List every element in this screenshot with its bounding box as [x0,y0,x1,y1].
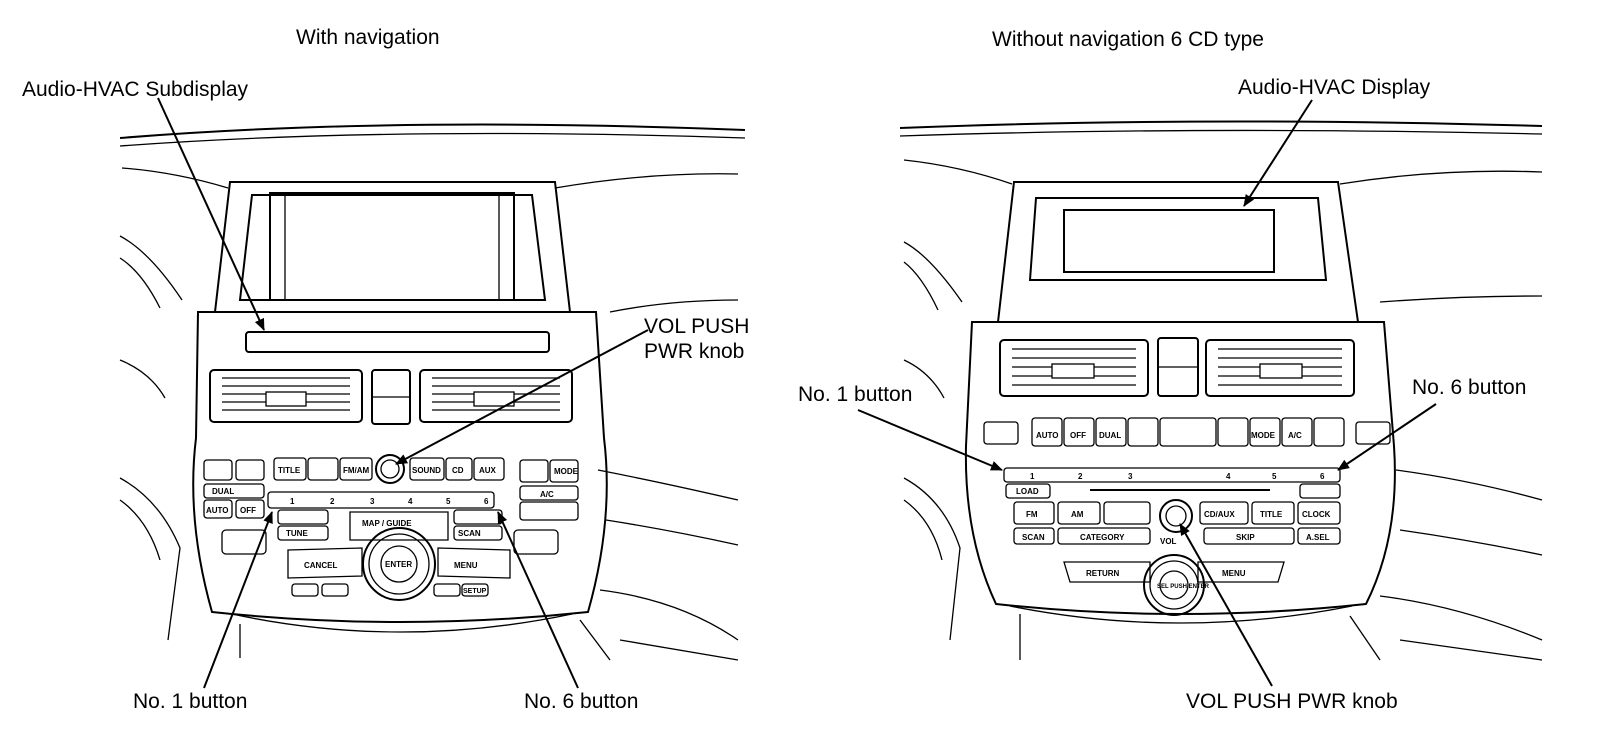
right-dashboard: AUTO OFF DUAL MODE A/C 1 2 3 4 5 6 LOAD [899,120,1543,661]
right-scan-button-label: SCAN [1022,533,1045,542]
right-cdaux-button-label: CD/AUX [1204,510,1235,519]
label-no6-button-left: No. 6 button [524,690,639,713]
right-preset-4: 4 [1226,472,1231,481]
left-setup-label: SETUP [463,588,487,595]
left-preset-6: 6 [484,497,489,506]
left-tune-button-label: TUNE [286,529,308,538]
arrow-vol-knob-right [1179,523,1273,687]
left-preset-1: 1 [290,497,295,506]
right-preset-2: 2 [1078,472,1083,481]
left-preset-2: 2 [330,497,335,506]
right-load-button-label: LOAD [1016,487,1039,496]
arrow-subdisplay [157,97,265,331]
right-panel-title: Without navigation 6 CD type [992,28,1264,51]
label-vol-push-pwr-knob-right: VOL PUSH PWR knob [1186,690,1398,713]
left-ac-button-label: A/C [540,490,554,499]
label-no6-button-right: No. 6 button [1412,376,1527,399]
right-preset-3: 3 [1128,472,1133,481]
right-vol-push-pwr-knob [1159,499,1193,533]
left-auto-button-label: AUTO [206,506,229,515]
right-vents [999,337,1355,397]
right-fm-button-label: FM [1026,510,1038,519]
left-enter-label: ENTER [385,560,412,569]
left-sound-button-label: SOUND [412,466,441,475]
arrow-no6-right [1337,403,1437,471]
left-nav-controller: MAP / GUIDE CANCEL MENU ENTER SETUP [287,511,511,601]
right-clock-button-label: CLOCK [1302,510,1331,519]
right-am-button-label: AM [1071,510,1084,519]
right-preset-row: 1 2 3 4 5 6 LOAD [1003,467,1341,499]
right-auto-button-label: AUTO [1036,431,1059,440]
arrow-vol-knob-left [395,329,649,465]
right-return-label: RETURN [1086,569,1120,578]
right-lower-audio-row: SCAN CATEGORY SKIP A.SEL [1013,527,1341,545]
left-audio-row: TITLE FM/AM SOUND CD AUX [273,454,505,484]
arrow-no1-right [857,409,1003,471]
left-preset-3: 3 [370,497,375,506]
left-vents [209,369,573,425]
right-vol-label: VOL [1160,537,1177,546]
left-fmam-button-label: FM/AM [343,466,370,475]
left-vol-push-pwr-knob [375,454,405,484]
label-no1-button-right: No. 1 button [798,383,913,406]
left-cancel-label: CANCEL [304,561,337,570]
left-title-button-label: TITLE [278,466,301,475]
left-aux-button-label: AUX [479,466,497,475]
left-menu-label: MENU [454,561,478,570]
right-hvac-row: AUTO OFF DUAL MODE A/C [983,417,1391,447]
left-mode-button-label: MODE [554,467,579,476]
right-off-button-label: OFF [1070,431,1086,440]
left-preset-5: 5 [446,497,451,506]
left-hvac-right-buttons: MODE A/C [513,459,579,555]
left-dashboard: DUAL AUTO OFF TITLE FM/AM SOUND CD AUX 1… [119,123,746,661]
right-mode-button-label: MODE [1251,431,1276,440]
arrow-audio-hvac-display [1243,99,1313,207]
right-menu-label: MENU [1222,569,1246,578]
right-preset-5: 5 [1272,472,1277,481]
right-dual-button-label: DUAL [1099,431,1121,440]
left-dual-button-label: DUAL [212,487,234,496]
label-audio-hvac-display: Audio-HVAC Display [1238,76,1431,99]
right-audio-row: FM AM CD/AUX TITLE CLOCK VOL [1013,499,1341,546]
right-category-button-label: CATEGORY [1080,533,1125,542]
label-vol-push-pwr-knob-left-line1: VOL PUSH [644,315,750,338]
left-panel-title: With navigation [296,26,440,49]
right-selector-area: RETURN MENU SEL PUSH ENTER [1063,554,1285,616]
left-map-guide-label: MAP / GUIDE [362,519,412,528]
right-title-button-label: TITLE [1260,510,1283,519]
label-no1-button-left: No. 1 button [133,690,248,713]
left-hvac-left-buttons: DUAL AUTO OFF [203,459,267,555]
left-preset-row: 1 2 3 4 5 6 [267,491,495,509]
right-ac-button-label: A/C [1288,431,1302,440]
label-vol-push-pwr-knob-left-line2: PWR knob [644,340,745,363]
left-scan-button-label: SCAN [458,529,481,538]
right-preset-1: 1 [1030,472,1035,481]
arrow-no1-left [203,511,273,689]
arrow-no6-left [497,511,579,689]
left-off-button-label: OFF [240,506,256,515]
left-preset-4: 4 [408,497,413,506]
label-audio-hvac-subdisplay: Audio-HVAC Subdisplay [22,78,249,101]
left-cd-button-label: CD [452,466,464,475]
right-asel-button-label: A.SEL [1306,533,1330,542]
right-preset-6: 6 [1320,472,1325,481]
right-sel-push-enter-label: SEL PUSH ENTER [1157,584,1210,590]
right-skip-button-label: SKIP [1236,533,1255,542]
